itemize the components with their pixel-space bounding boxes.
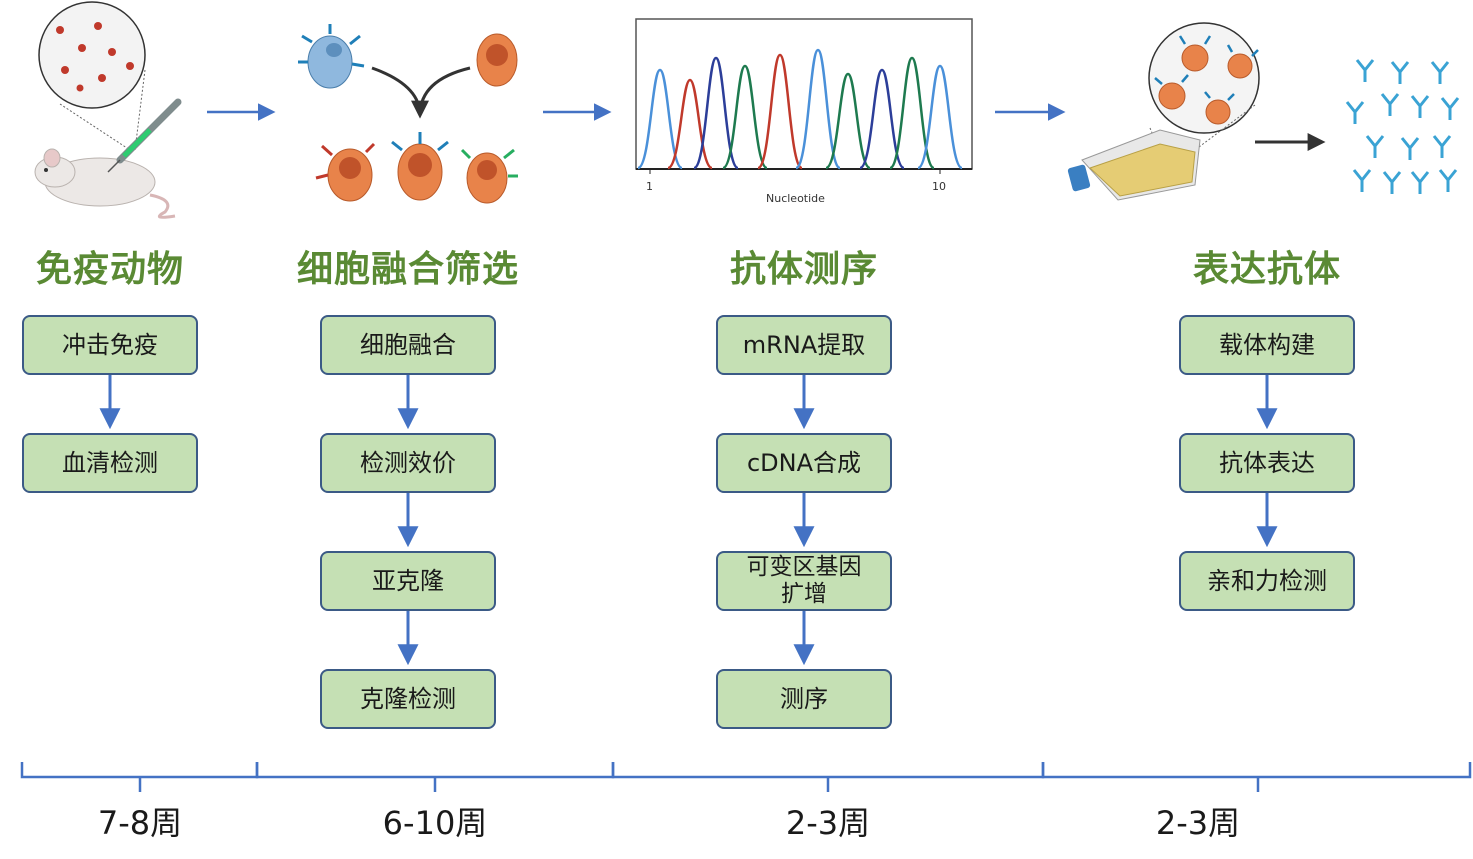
antibody-icon (1355, 59, 1375, 82)
antibody-icon (1365, 135, 1385, 158)
antibody-icon (1410, 171, 1430, 194)
duration-label: 2-3周 (1155, 804, 1241, 842)
step-box: 克隆检测 (320, 669, 496, 729)
step-box: 冲击免疫 (22, 315, 198, 375)
flow-arrows (99, 375, 1278, 666)
step-box: 抗体表达 (1179, 433, 1355, 493)
antibody-icon (1382, 171, 1402, 194)
timeline-braces (20, 762, 1472, 792)
chromatogram-xlabel: Nucleotide (766, 192, 825, 205)
duration-label: 7-8周 (97, 804, 183, 842)
step-box: 亲和力检测 (1179, 551, 1355, 611)
flask-illustration (1067, 22, 1460, 201)
step-box: 载体构建 (1179, 315, 1355, 375)
antibody-icon (1380, 93, 1400, 116)
antibody-icon (1438, 169, 1458, 192)
chromatogram-peak (722, 64, 768, 170)
chromatogram-peak (859, 68, 905, 170)
antibody-icon (1390, 61, 1410, 84)
chromatogram-chart (635, 18, 973, 174)
chromatogram-peak (756, 53, 804, 170)
step-box: mRNA提取 (716, 315, 892, 375)
antibody-icon (1432, 135, 1452, 158)
mouse-illustration (34, 1, 182, 219)
step-box: 细胞融合 (320, 315, 496, 375)
stage-title-sequencing: 抗体测序 (729, 249, 878, 290)
chromatogram-peak (637, 68, 683, 170)
chromatogram-x-start: 1 (646, 180, 653, 193)
chromatogram-peak (692, 56, 740, 170)
stage-title-expression: 表达抗体 (1192, 249, 1341, 290)
step-box: 可变区基因扩增 (716, 551, 892, 611)
cell-fusion-illustration (298, 24, 518, 204)
antibody-icon (1430, 61, 1450, 84)
stage-title-fusion: 细胞融合筛选 (296, 249, 519, 290)
chromatogram-x-end: 10 (932, 180, 946, 193)
stage-title-immunize: 免疫动物 (35, 249, 184, 290)
chromatogram-peak (794, 48, 842, 170)
antibody-icon (1352, 169, 1372, 192)
duration-label: 2-3周 (785, 804, 871, 842)
chromatogram-peak (825, 72, 871, 170)
antibody-icon (1410, 95, 1430, 118)
chromatogram-peak (917, 64, 963, 170)
step-box: 检测效价 (320, 433, 496, 493)
step-box: cDNA合成 (716, 433, 892, 493)
step-box: 亚克隆 (320, 551, 496, 611)
antibody-icon (1440, 97, 1460, 120)
chromatogram-peak (667, 78, 713, 170)
step-box: 测序 (716, 669, 892, 729)
antibody-icon (1345, 101, 1365, 124)
antibody-icon (1400, 137, 1420, 160)
step-box: 血清检测 (22, 433, 198, 493)
duration-label: 6-10周 (382, 804, 488, 842)
chromatogram-peak (888, 56, 936, 170)
